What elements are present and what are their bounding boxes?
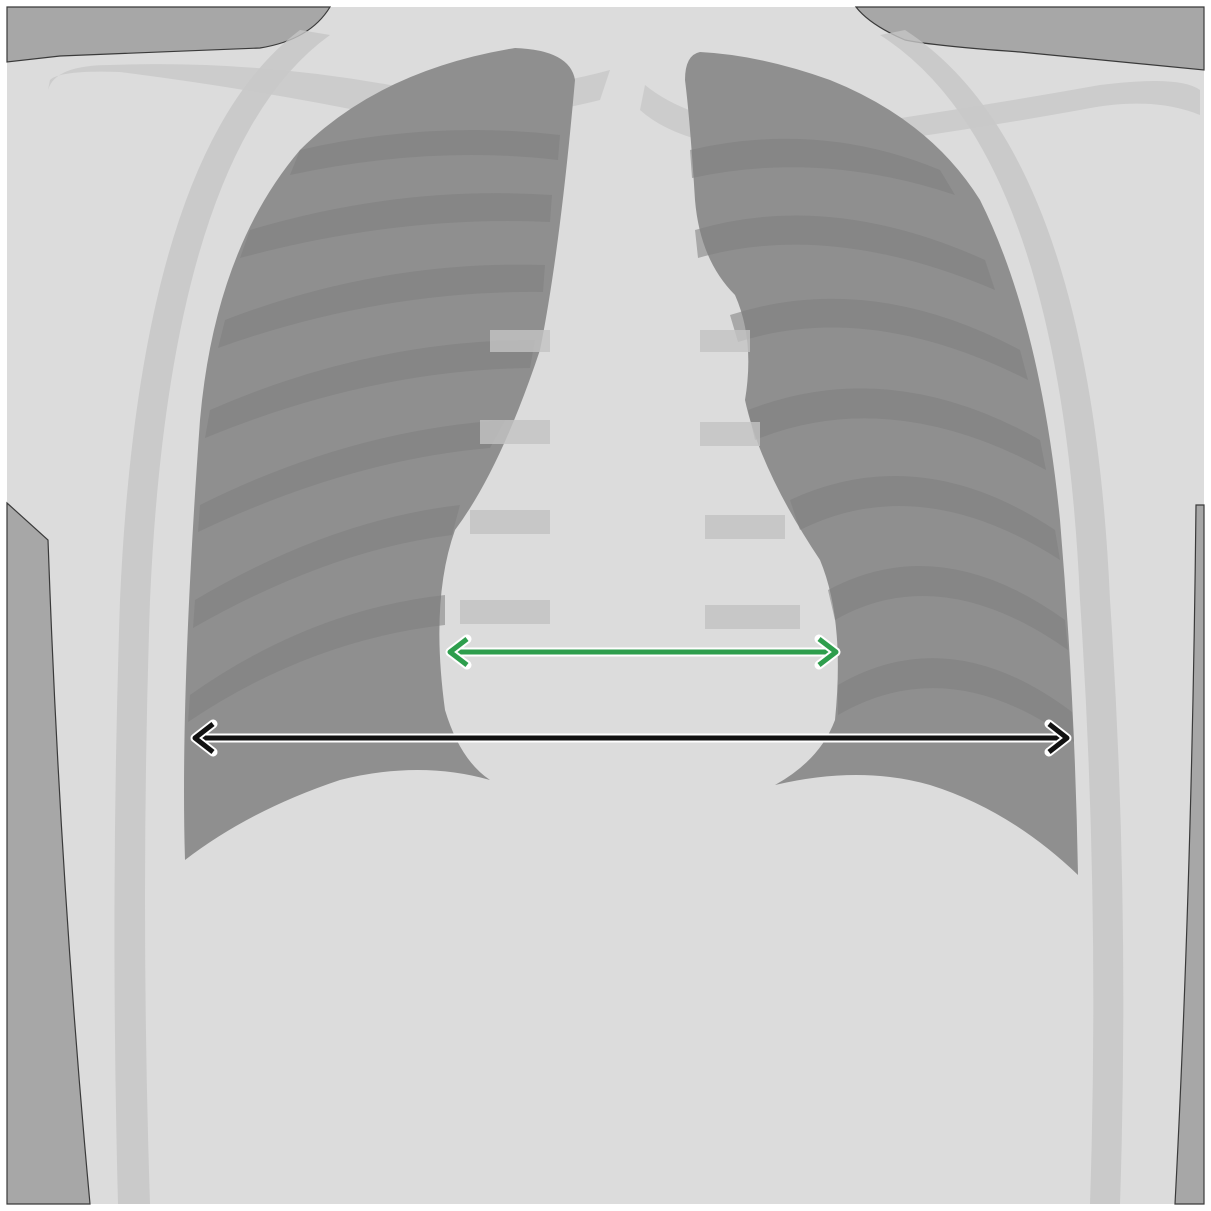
chest-xray-illustration — [0, 0, 1211, 1211]
chest-xray-diagram — [0, 0, 1211, 1211]
